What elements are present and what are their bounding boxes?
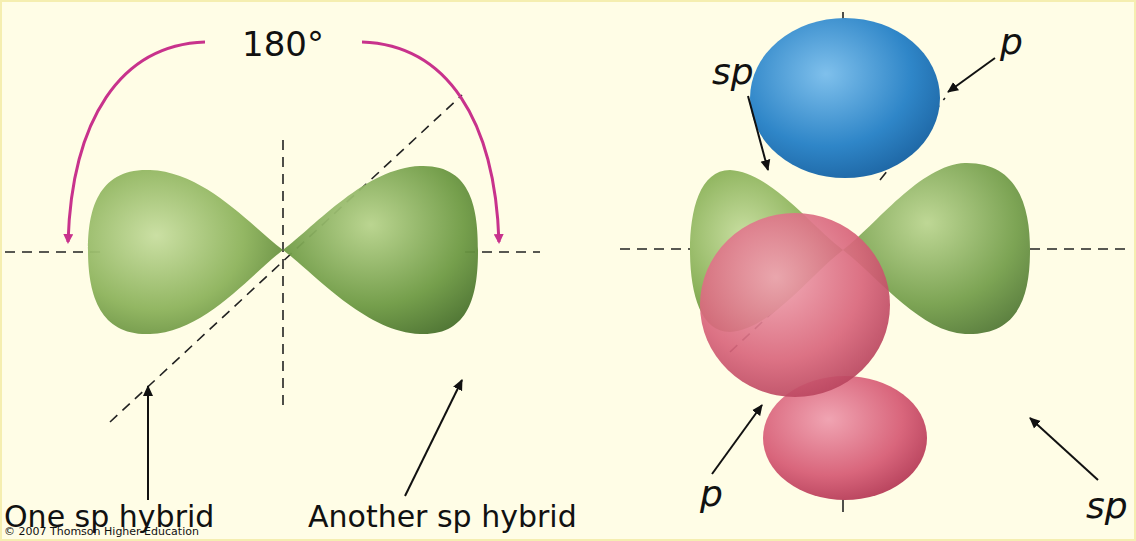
- orbital-label: p: [1000, 22, 1023, 62]
- angle-label: 180°: [242, 26, 324, 63]
- copyright-note: © 2007 Thomson Higher Education: [4, 526, 199, 538]
- orbital-label: p: [700, 474, 723, 514]
- orbital-label: sp: [712, 52, 754, 92]
- orbital-caption: Another sp hybrid: [308, 500, 577, 533]
- orbital-label: sp: [1086, 486, 1128, 526]
